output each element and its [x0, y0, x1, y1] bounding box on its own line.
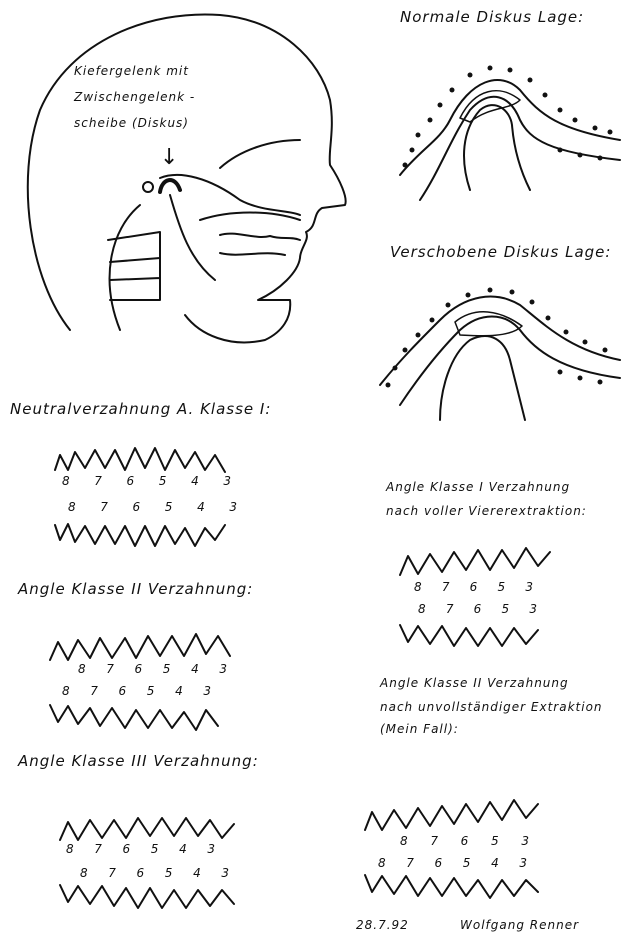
tooth-number: 6	[461, 834, 470, 848]
tooth-number: 4	[197, 500, 206, 514]
tooth-number: 8	[68, 500, 77, 514]
class2-partial-title-2: nach unvollständiger Extraktion	[380, 700, 603, 714]
class1-extraction-upper-numbers: 8 7 6 5 3	[414, 580, 534, 594]
class1-title: Neutralverzahnung A. Klasse I:	[10, 400, 271, 418]
tooth-number: 8	[66, 842, 75, 856]
tooth-number: 3	[519, 856, 528, 870]
tooth-number: 5	[165, 500, 174, 514]
class1-extraction-teeth-outline	[400, 548, 550, 646]
tooth-number: 5	[463, 856, 472, 870]
class2-teeth-outline	[50, 634, 230, 730]
tooth-number: 5	[147, 684, 156, 698]
tooth-number: 7	[106, 662, 115, 676]
class3-upper-numbers: 8 7 6 5 4 3	[66, 842, 216, 856]
tooth-number: 4	[175, 684, 184, 698]
tooth-number: 4	[179, 842, 188, 856]
jaw-joint-label-line-2: Zwischengelenk -	[74, 90, 195, 104]
shifted-disc-drawing	[380, 288, 620, 421]
tooth-number: 8	[80, 866, 89, 880]
tooth-number: 7	[430, 834, 439, 848]
tooth-number: 6	[127, 474, 136, 488]
tooth-number: 4	[191, 662, 200, 676]
tooth-number: 6	[123, 842, 132, 856]
tooth-number: 7	[406, 856, 415, 870]
tooth-number: 8	[62, 474, 71, 488]
class3-title: Angle Klasse III Verzahnung:	[18, 752, 259, 770]
tooth-number: 5	[151, 842, 160, 856]
tooth-number: 7	[100, 500, 109, 514]
tooth-number: 3	[207, 842, 216, 856]
tooth-number: 3	[229, 500, 238, 514]
class2-partial-upper-numbers: 8 7 6 5 3	[400, 834, 530, 848]
class1-lower-numbers: 8 7 6 5 4 3	[68, 500, 238, 514]
tooth-number: 6	[119, 684, 128, 698]
class1-extraction-lower-numbers: 8 7 6 5 3	[418, 602, 538, 616]
tooth-number: 3	[529, 602, 538, 616]
tooth-number: 3	[203, 684, 212, 698]
tooth-number: 7	[94, 474, 103, 488]
tooth-number: 8	[78, 662, 87, 676]
normal-disc-drawing	[400, 66, 620, 201]
tooth-number: 8	[414, 580, 423, 594]
class1-upper-numbers: 8 7 6 5 4 3	[62, 474, 232, 488]
tooth-number: 6	[470, 580, 479, 594]
tooth-number: 5	[497, 580, 506, 594]
class2-partial-teeth-outline	[365, 800, 538, 898]
tooth-number: 3	[219, 662, 228, 676]
tooth-number: 6	[474, 602, 483, 616]
class2-partial-lower-numbers: 8 7 6 5 4 3	[378, 856, 528, 870]
tooth-number: 8	[418, 602, 427, 616]
class2-partial-title-3: (Mein Fall):	[380, 722, 459, 736]
tooth-number: 3	[223, 474, 232, 488]
tooth-number: 7	[108, 866, 117, 880]
tooth-number: 6	[135, 662, 144, 676]
class2-title: Angle Klasse II Verzahnung:	[18, 580, 253, 598]
shifted-disc-title: Verschobene Diskus Lage:	[390, 243, 611, 261]
class2-upper-numbers: 8 7 6 5 4 3	[78, 662, 228, 676]
class1-teeth-outline	[55, 448, 225, 546]
tooth-number: 5	[501, 602, 510, 616]
jaw-joint-label-line-3: scheibe (Diskus)	[74, 116, 189, 130]
class1-extraction-title-1: Angle Klasse I Verzahnung	[386, 480, 570, 494]
tooth-number: 6	[137, 866, 146, 880]
tooth-number: 4	[191, 474, 200, 488]
date: 28.7.92	[356, 918, 409, 932]
down-arrow-icon: ↓	[160, 145, 179, 170]
jaw-joint-label-line-1: Kiefergelenk mit	[74, 64, 189, 78]
tooth-number: 5	[159, 474, 168, 488]
tooth-number: 8	[400, 834, 409, 848]
class1-extraction-title-2: nach voller Viererextraktion:	[386, 504, 587, 518]
tooth-number: 7	[94, 842, 103, 856]
signature: Wolfgang Renner	[460, 918, 579, 932]
tooth-number: 6	[435, 856, 444, 870]
tooth-number: 7	[90, 684, 99, 698]
class3-lower-numbers: 8 7 6 5 4 3	[80, 866, 230, 880]
tooth-number: 7	[446, 602, 455, 616]
tooth-number: 8	[378, 856, 387, 870]
class2-lower-numbers: 8 7 6 5 4 3	[62, 684, 212, 698]
tooth-number: 6	[133, 500, 142, 514]
class3-teeth-outline	[60, 818, 234, 908]
tooth-number: 5	[165, 866, 174, 880]
tooth-number: 5	[491, 834, 500, 848]
tooth-number: 3	[525, 580, 534, 594]
tooth-number: 4	[491, 856, 500, 870]
tooth-number: 3	[221, 866, 230, 880]
normal-disc-title: Normale Diskus Lage:	[400, 8, 584, 26]
tooth-number: 3	[521, 834, 530, 848]
class2-partial-title-1: Angle Klasse II Verzahnung	[380, 676, 569, 690]
tooth-number: 7	[442, 580, 451, 594]
tooth-number: 5	[163, 662, 172, 676]
tooth-number: 8	[62, 684, 71, 698]
tooth-number: 4	[193, 866, 202, 880]
